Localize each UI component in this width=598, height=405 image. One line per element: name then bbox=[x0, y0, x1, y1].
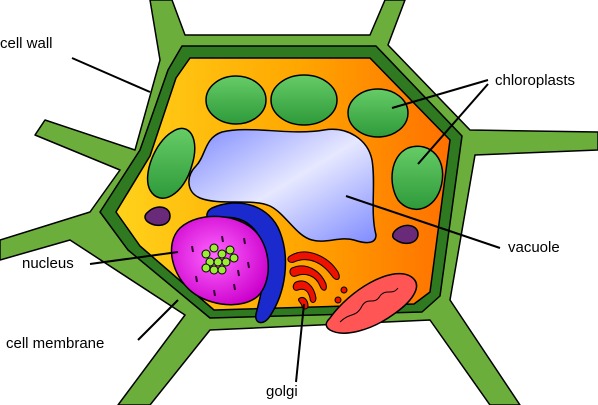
label-cell-wall: cell wall bbox=[0, 35, 53, 52]
vesicle-right bbox=[391, 224, 419, 245]
vacuole bbox=[188, 128, 377, 244]
mitochondrion bbox=[325, 272, 418, 334]
chloroplast-1 bbox=[205, 75, 267, 125]
leader-chloroplast-b bbox=[417, 83, 489, 165]
label-nucleus: nucleus bbox=[22, 255, 74, 272]
label-golgi: golgi bbox=[266, 383, 298, 400]
chloroplast-5 bbox=[146, 127, 196, 199]
chloroplast-3 bbox=[347, 88, 409, 138]
leader-cell-wall bbox=[71, 57, 151, 93]
nucleus bbox=[170, 215, 269, 306]
nucleolus bbox=[201, 243, 239, 275]
golgi-apparatus bbox=[287, 251, 348, 310]
chloroplast-4 bbox=[391, 145, 444, 210]
leader-vacuole bbox=[345, 195, 501, 249]
chromatin bbox=[191, 235, 250, 297]
leader-nucleus bbox=[89, 251, 179, 265]
label-cell-membrane: cell membrane bbox=[6, 335, 105, 352]
label-chloroplasts: chloroplasts bbox=[495, 72, 576, 89]
chloroplast-2 bbox=[270, 74, 338, 126]
leader-lines bbox=[71, 57, 501, 383]
leader-chloroplast-a bbox=[391, 79, 489, 109]
leader-golgi bbox=[295, 303, 305, 383]
vesicle-left bbox=[144, 206, 171, 227]
label-vacuole: vacuole bbox=[508, 239, 560, 256]
leader-cell-membrane bbox=[137, 299, 179, 341]
chloroplasts bbox=[146, 74, 444, 210]
